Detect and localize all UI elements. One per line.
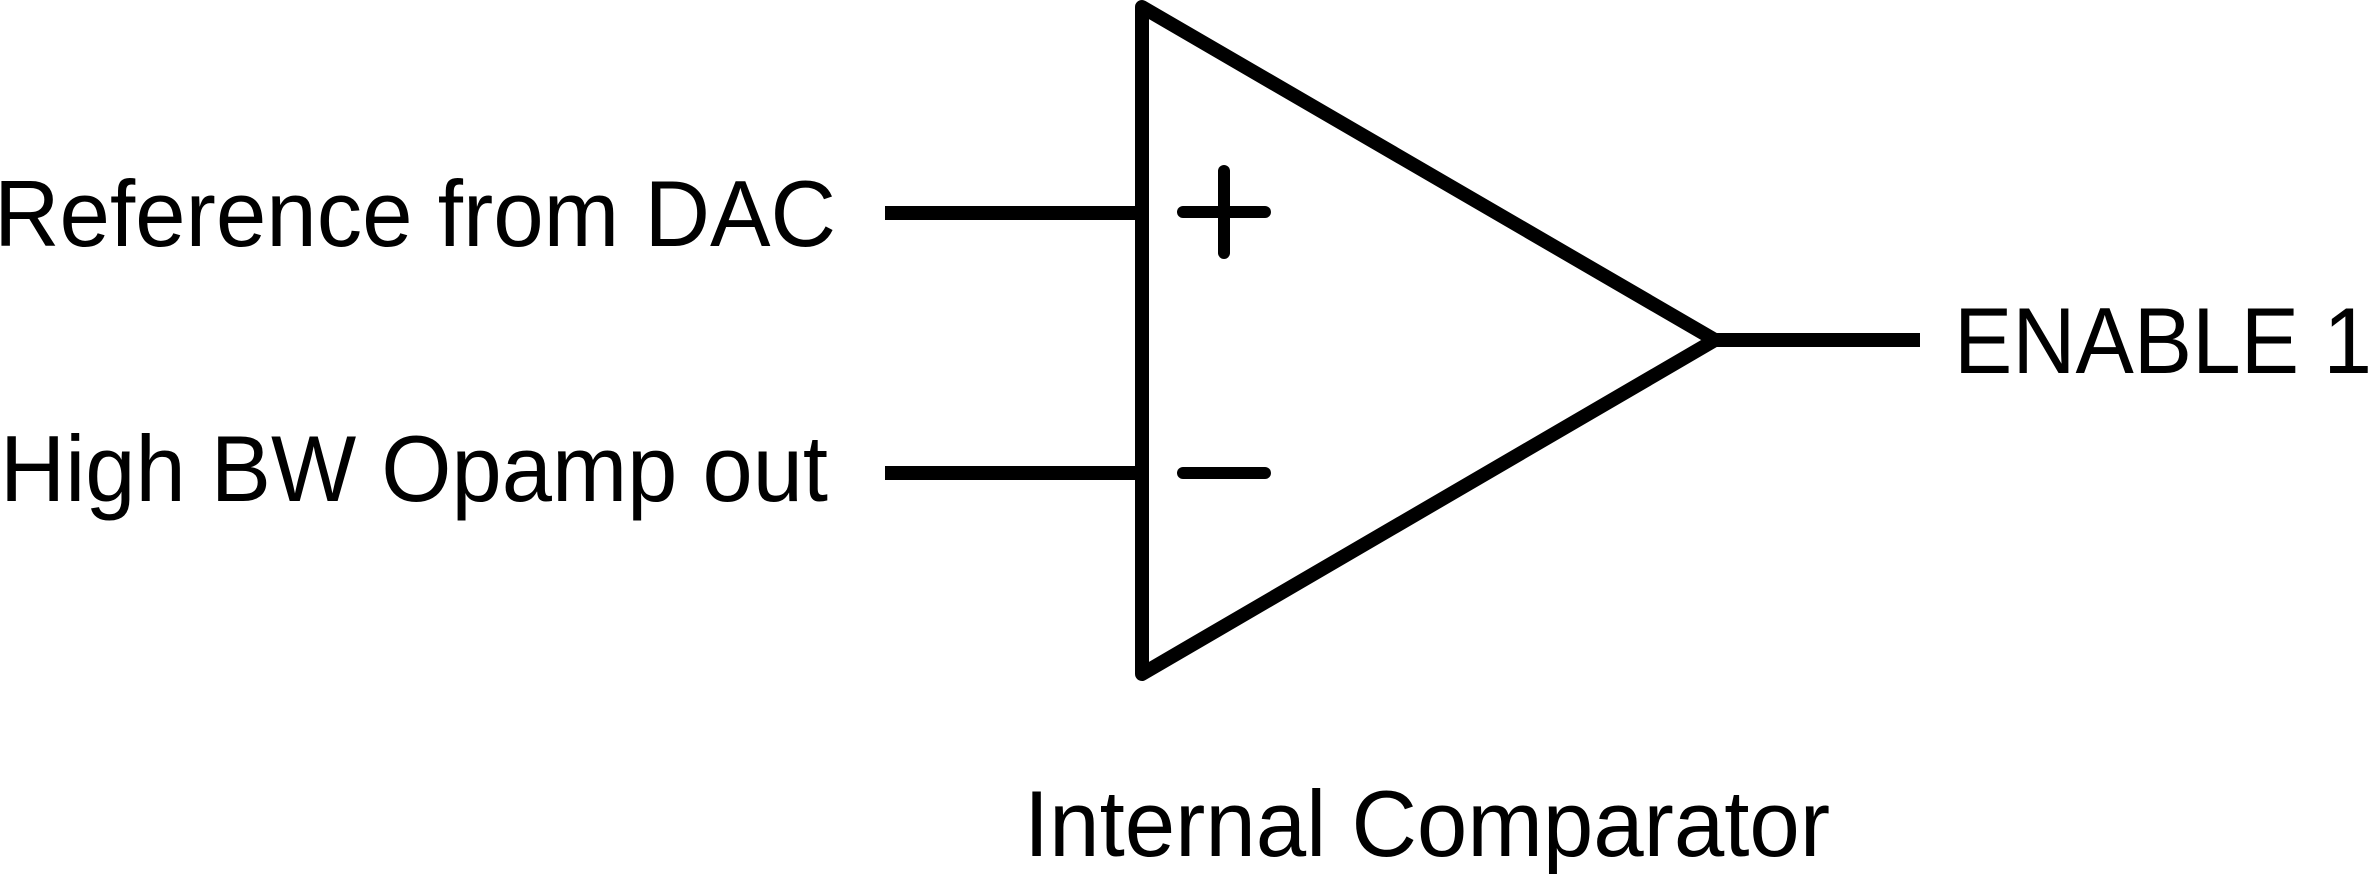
comparator-triangle	[1135, 0, 1722, 681]
plus-symbol-icon	[1177, 165, 1271, 259]
inverting-input-label: High BW Opamp out	[0, 416, 828, 521]
output-label: ENABLE 1	[1954, 288, 2372, 393]
comparator-caption: Internal Comparator	[1024, 771, 1830, 874]
noninverting-input-label: Reference from DAC	[0, 161, 836, 266]
